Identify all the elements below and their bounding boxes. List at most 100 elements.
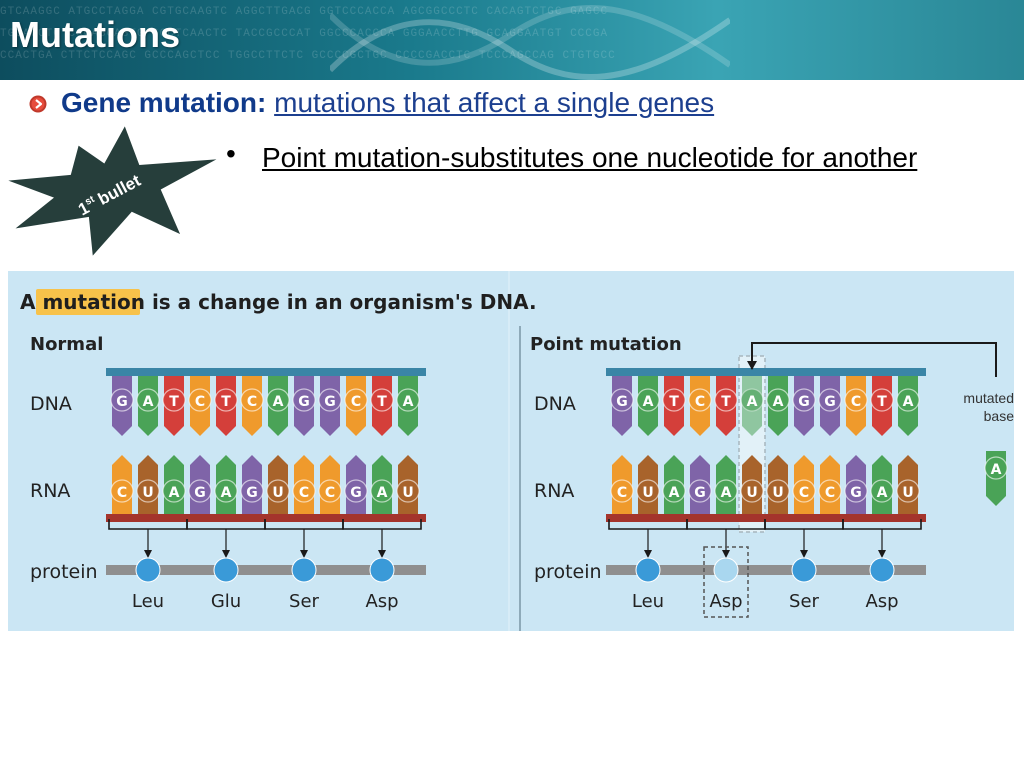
rna-base-A: A	[162, 455, 186, 514]
amino-acid-ball	[213, 557, 239, 583]
sub-bullet-marker: •	[226, 138, 236, 169]
dna-base-letter: A	[773, 394, 784, 410]
changed-amino-frame	[703, 546, 749, 618]
dna-base-letter: G	[298, 394, 310, 410]
header-sequence: GTCAAGGC ATGCCTAGGA CGTGCAAGTC AGGCTTGAC…	[0, 6, 1024, 62]
amino-acid-label: Ser	[789, 591, 820, 612]
protein-track	[606, 565, 926, 575]
rna-base-C: C	[318, 455, 342, 514]
dna-base-A: A	[766, 376, 790, 436]
slide-title: Mutations	[10, 14, 180, 55]
dna-base-G: G	[110, 376, 134, 436]
codon-arrowhead	[222, 550, 230, 558]
mutation-figure: A mutation is a change in an organism's …	[8, 271, 1014, 631]
rna-base-letter: C	[825, 485, 835, 501]
bullet-term: Gene mutation:	[61, 87, 267, 118]
dna-backbone	[606, 368, 926, 376]
rna-base-letter: C	[617, 485, 627, 501]
rna-base-A: A	[714, 455, 738, 514]
dna-base-letter: C	[851, 394, 861, 410]
rna-base-U: U	[266, 455, 290, 514]
header-sequence-line: GTCAAGGC ATGCCTAGGA CGTGCAAGTC AGGCTTGAC…	[0, 6, 609, 18]
dna-base-A: A	[396, 376, 420, 436]
sub-bullet-point-mutation: Point mutation-substitutes one nucleotid…	[262, 142, 918, 173]
dna-base-G: G	[792, 376, 816, 436]
dna-base-A: A	[136, 376, 160, 436]
dna-base-letter: C	[247, 394, 257, 410]
dna-base-letter: A	[903, 394, 914, 410]
mutant-protein-label: protein	[534, 561, 602, 583]
amino-acid-ball	[369, 557, 395, 583]
codon-arrowhead	[300, 550, 308, 558]
dna-base-letter: C	[195, 394, 205, 410]
dna-base-letter: G	[324, 394, 336, 410]
rna-base-A: A	[214, 455, 238, 514]
normal-dna-label: DNA	[30, 393, 72, 415]
starburst-badge: 1stbullet	[3, 121, 222, 260]
rna-base-letter: G	[694, 485, 706, 501]
rna-base-letter: A	[669, 485, 680, 501]
rna-base-letter: A	[221, 485, 232, 501]
dna-base-letter: A	[143, 394, 154, 410]
rna-base-C: C	[792, 455, 816, 514]
rna-base-letter: C	[325, 485, 335, 501]
header-sequence-line: TGCAGCTG CCCAGCAGTG GCCTCAACTC TACCGCCCA…	[0, 28, 609, 40]
dna-base-letter: A	[747, 394, 758, 410]
rna-base-letter: A	[877, 485, 888, 501]
rna-base-U: U	[766, 455, 790, 514]
amino-acid-label: Leu	[632, 591, 664, 612]
dna-base-letter: A	[403, 394, 414, 410]
dna-base-letter: T	[877, 394, 887, 410]
figure-heading: A mutation is a change in an organism's …	[20, 290, 537, 314]
normal-rna-label: RNA	[30, 480, 70, 502]
rna-base-letter: U	[772, 485, 783, 501]
rna-base-letter: C	[117, 485, 127, 501]
rna-base-G: G	[344, 455, 368, 514]
rna-base-G: G	[844, 455, 868, 514]
point-mutation-label: Point mutation	[530, 334, 682, 355]
rna-base-G: G	[188, 455, 212, 514]
rna-backbone	[606, 514, 926, 522]
dna-base-letter: C	[695, 394, 705, 410]
rna-base-letter: U	[746, 485, 757, 501]
rna-base-C: C	[610, 455, 634, 514]
loose-base-letter: A	[991, 462, 1002, 478]
dna-base-letter: T	[669, 394, 679, 410]
amino-acid-ball	[135, 557, 161, 583]
rna-base-U: U	[740, 455, 764, 514]
dna-base-G: G	[818, 376, 842, 436]
amino-acid-label: Glu	[211, 591, 241, 612]
rna-base-letter: G	[350, 485, 362, 501]
amino-acid-ball	[791, 557, 817, 583]
amino-acid-label: Asp	[865, 591, 898, 612]
bullet-arrow-icon	[29, 95, 47, 113]
dna-base-letter: T	[377, 394, 387, 410]
rna-base-letter: G	[850, 485, 862, 501]
rna-base-letter: U	[272, 485, 283, 501]
rna-base-C: C	[292, 455, 316, 514]
amino-acid-label: Asp	[709, 591, 742, 612]
dna-base-C: C	[344, 376, 368, 436]
slide-header: GTCAAGGC ATGCCTAGGA CGTGCAAGTC AGGCTTGAC…	[0, 0, 1024, 80]
dna-base-letter: C	[351, 394, 361, 410]
mutation-callout-line	[751, 342, 997, 377]
rna-base-letter: U	[402, 485, 413, 501]
dna-base-T: T	[214, 376, 238, 436]
amino-acid-ball	[291, 557, 317, 583]
dna-base-letter: G	[116, 394, 128, 410]
dna-base-letter: G	[824, 394, 836, 410]
rna-base-letter: C	[299, 485, 309, 501]
codon-arrowhead	[644, 550, 652, 558]
codon-arrowhead	[722, 550, 730, 558]
codon-arrowhead	[144, 550, 152, 558]
rna-base-A: A	[370, 455, 394, 514]
amino-acid-label: Asp	[365, 591, 398, 612]
rna-base-U: U	[396, 455, 420, 514]
dna-base-C: C	[240, 376, 264, 436]
dna-backbone	[106, 368, 426, 376]
mutated-base-label: mutated base	[963, 390, 1014, 424]
rna-backbone	[106, 514, 426, 522]
figure-panel-background	[8, 271, 1014, 631]
rna-base-letter: C	[799, 485, 809, 501]
